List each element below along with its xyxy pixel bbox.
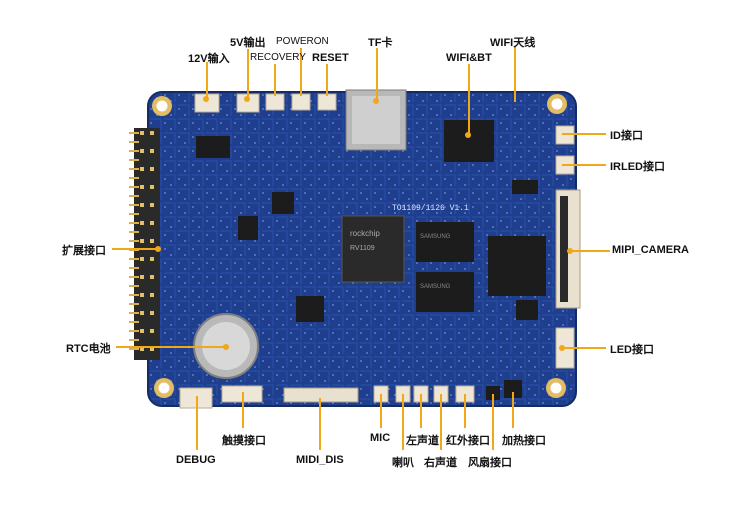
- expansion-header: [129, 128, 160, 360]
- soc-brand: rockchip: [350, 229, 380, 238]
- lead-wifibt: [468, 64, 470, 134]
- dot-mipi: [567, 248, 573, 254]
- lead-mic: [380, 394, 382, 428]
- dot-wifibt: [465, 132, 471, 138]
- dot-5v: [244, 96, 250, 102]
- lead-right-channel: [440, 394, 442, 450]
- label-tf-card: TF卡: [368, 37, 393, 49]
- label-led-port: LED接口: [610, 344, 654, 356]
- mem-label-top: SAMSUNG: [420, 234, 451, 240]
- soc-model: RV1109: [350, 245, 375, 252]
- label-poweron: POWERON: [276, 36, 329, 47]
- lead-touch: [242, 392, 244, 428]
- label-wifi-antenna: WIFI天线: [490, 37, 536, 49]
- label-speaker: 喇叭: [392, 457, 414, 469]
- board-model-silk: TO1109/1126 V1.1: [392, 204, 469, 213]
- mounting-holes: [152, 94, 567, 398]
- mem-label-bottom: SAMSUNG: [420, 284, 451, 290]
- dot-tf: [373, 98, 379, 104]
- lead-speaker: [402, 394, 404, 450]
- label-touch-port: 触摸接口: [222, 435, 266, 447]
- bottom-connectors: [179, 380, 522, 409]
- label-fan-port: 风扇接口: [468, 457, 512, 469]
- lead-wifi-antenna: [514, 46, 516, 102]
- lead-left-channel: [420, 394, 422, 428]
- lead-expansion: [112, 248, 158, 250]
- lead-midi: [319, 398, 321, 450]
- label-left-channel: 左声道: [406, 435, 439, 447]
- lead-ir: [464, 394, 466, 428]
- label-debug: DEBUG: [176, 454, 216, 466]
- dot-rtc: [223, 344, 229, 350]
- label-rtc-battery: RTC电池: [66, 343, 111, 355]
- label-expansion: 扩展接口: [62, 245, 106, 257]
- label-mipi-camera: MIPI_CAMERA: [612, 244, 690, 256]
- lead-led: [562, 347, 606, 349]
- label-right-channel: 右声道: [424, 457, 457, 469]
- dot-led: [559, 345, 565, 351]
- dot-12v: [203, 96, 209, 102]
- label-wifi-bt: WIFI&BT: [446, 52, 492, 64]
- lead-12v: [206, 62, 208, 98]
- label-heat-port: 加热接口: [502, 435, 546, 447]
- label-id-port: ID接口: [610, 130, 643, 142]
- label-12v-input: 12V输入: [188, 53, 230, 65]
- label-recovery: RECOVERY: [250, 52, 306, 63]
- lead-fan: [492, 394, 494, 450]
- lead-debug: [196, 396, 198, 450]
- label-reset: RESET: [312, 52, 349, 64]
- dot-expansion: [155, 246, 161, 252]
- label-irled-port: IRLED接口: [610, 161, 665, 173]
- label-ir-port: 红外接口: [446, 435, 490, 447]
- lead-irled: [562, 164, 606, 166]
- lead-mipi: [570, 250, 610, 252]
- lead-heat: [512, 392, 514, 428]
- lead-poweron: [300, 48, 302, 96]
- soc: rockchip RV1109: [341, 215, 405, 283]
- misc-ics: [196, 136, 538, 322]
- lead-reset: [326, 64, 328, 96]
- lead-5v: [247, 49, 249, 98]
- lead-tf: [376, 48, 378, 102]
- memory-chips: SAMSUNG SAMSUNG: [416, 222, 546, 312]
- lead-id: [562, 133, 606, 135]
- lead-recovery: [274, 64, 276, 96]
- lead-rtc: [116, 346, 226, 348]
- label-midi-dis: MIDI_DIS: [296, 454, 344, 466]
- label-mic: MIC: [370, 432, 391, 444]
- label-5v-output: 5V输出: [230, 37, 266, 49]
